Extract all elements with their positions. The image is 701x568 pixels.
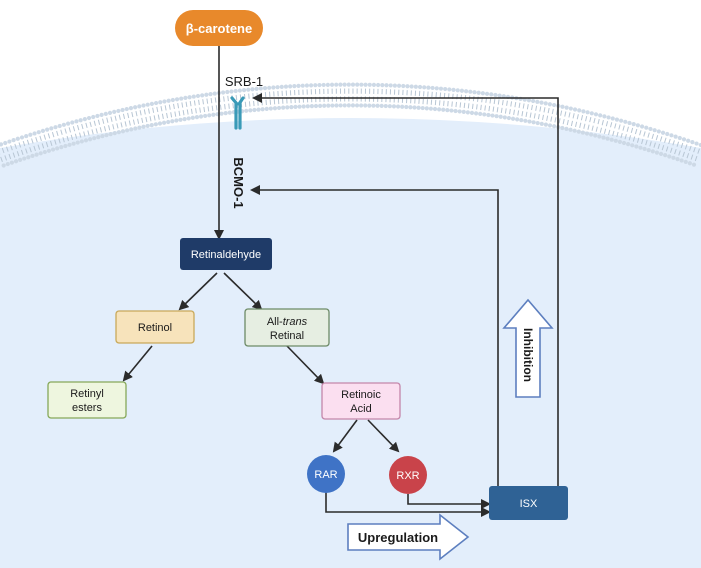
- arrow-isx-to-srb1: [252, 93, 559, 486]
- bcmo1-label: BCMO-1: [231, 157, 246, 208]
- rar-node: [307, 455, 345, 493]
- retinyl-esters-node: [47, 381, 127, 419]
- rxr-label: RXR: [396, 470, 419, 482]
- retinaldehyde-label: Retinaldehyde: [191, 249, 261, 261]
- inhibition-label: Inhibition: [521, 328, 535, 382]
- arrow-to-rar: [332, 419, 358, 453]
- retinol-node: [115, 310, 195, 344]
- all-trans-prefix: All-: [267, 316, 283, 328]
- all-trans-retinal-line1: All-trans: [267, 316, 308, 328]
- arrow-to-retinoic-acid: [286, 345, 325, 385]
- srb1-receptor-icon: [230, 96, 245, 130]
- all-trans-retinal-line2: Retinal: [270, 330, 304, 342]
- arrow-to-retinol: [178, 272, 218, 311]
- arrow-isx-to-bcmo1: [250, 185, 499, 486]
- retinyl-esters-line1: Retinyl: [70, 388, 104, 400]
- beta-carotene-node: [175, 10, 263, 46]
- isx-node: [489, 486, 568, 520]
- inhibition-block-arrow: [502, 298, 554, 398]
- retinoic-acid-line2: Acid: [350, 403, 371, 415]
- rar-label: RAR: [314, 469, 337, 481]
- arrow-rar-to-isx: [325, 492, 491, 517]
- cell-interior: [0, 118, 701, 568]
- all-trans-retinal-node: [244, 308, 330, 347]
- rxr-node: [389, 456, 427, 494]
- retinoic-acid-line1: Retinoic: [341, 389, 381, 401]
- isx-label: ISX: [520, 498, 538, 510]
- retinaldehyde-node: [180, 238, 272, 270]
- retinol-label: Retinol: [138, 322, 172, 334]
- all-trans-italic: trans: [283, 316, 308, 328]
- arrow-to-rxr: [367, 419, 400, 453]
- retinyl-esters-line2: esters: [72, 402, 102, 414]
- pathway-arrows: [122, 46, 559, 517]
- upregulation-label: Upregulation: [358, 530, 438, 545]
- retinoic-acid-node: [321, 382, 401, 420]
- srb1-label: SRB-1: [225, 74, 263, 89]
- arrow-rxr-to-isx: [407, 494, 491, 509]
- arrow-to-retinyl-esters: [122, 345, 153, 382]
- upregulation-block-arrow: [347, 513, 470, 561]
- beta-carotene-label: β-carotene: [186, 21, 252, 36]
- arrow-to-all-trans-retinal: [223, 272, 263, 311]
